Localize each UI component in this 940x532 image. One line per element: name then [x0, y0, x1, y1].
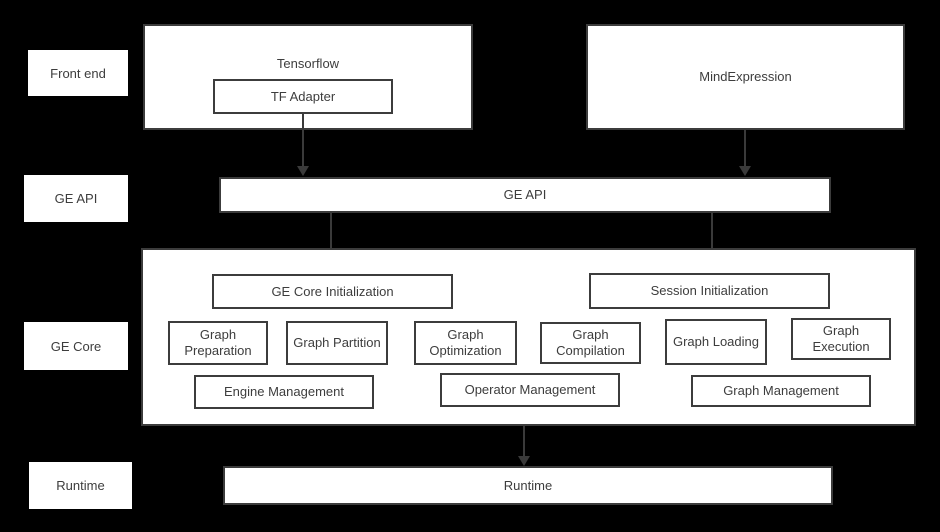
session-initialization-box: Session Initialization — [589, 273, 830, 309]
mindexpression-box: MindExpression — [586, 24, 905, 130]
module-box-graph-compilation: Graph Compilation — [540, 322, 641, 364]
row-label-ge-core: GE Core — [24, 322, 128, 370]
module-box-graph-partition: Graph Partition — [286, 321, 388, 365]
module-box-graph-optimization: Graph Optimization — [414, 321, 517, 365]
tensorflow-box: Tensorflow — [143, 24, 473, 130]
ge-core-initialization-box: GE Core Initialization — [212, 274, 453, 309]
runtime-bar: Runtime — [223, 466, 833, 505]
module-box-graph-execution: Graph Execution — [791, 318, 891, 360]
arrow-down-icon-mindexpression-to-geapi — [739, 130, 751, 176]
tf-adapter-box: TF Adapter — [213, 79, 393, 114]
management-box-graph-management: Graph Management — [691, 375, 871, 407]
row-label-runtime: Runtime — [29, 462, 132, 509]
row-label-front-end: Front end — [28, 50, 128, 96]
management-box-operator-management: Operator Management — [440, 373, 620, 407]
arrow-down-icon-gecore-to-runtime — [518, 426, 530, 466]
tensorflow-label: Tensorflow — [276, 56, 340, 71]
arrow-down-icon-tfadapter-to-geapi — [297, 114, 309, 176]
row-label-ge-api: GE API — [24, 175, 128, 222]
management-box-engine-management: Engine Management — [194, 375, 374, 409]
module-box-graph-loading: Graph Loading — [665, 319, 767, 365]
module-box-graph-preparation: Graph Preparation — [168, 321, 268, 365]
ge-api-bar: GE API — [219, 177, 831, 213]
